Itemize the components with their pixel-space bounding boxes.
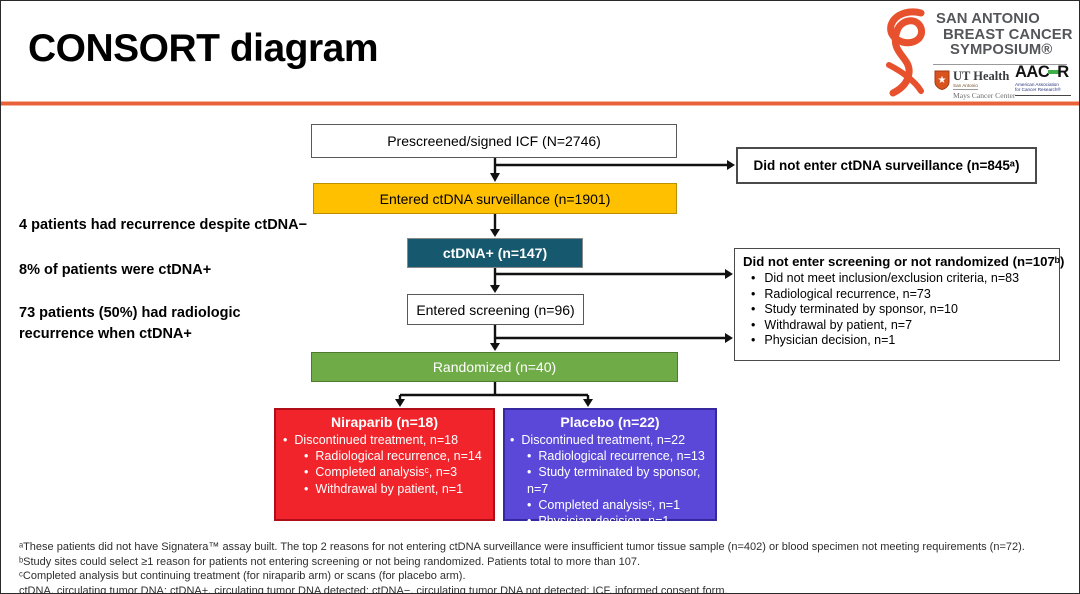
box-placebo-arm: Placebo (n=22) Discontinued treatment, n… [503, 408, 717, 528]
aacr-green-bar-icon [1048, 70, 1060, 74]
footnote-a: ᵃThese patients did not have Signatera™ … [19, 541, 1025, 553]
ut-health-name: UT Health [953, 69, 1010, 83]
box-ctdna-positive-label: ctDNA+ (n=147) [442, 245, 548, 261]
annotation-percent-positive: 8% of patients were ctDNA+ [19, 262, 212, 278]
list-item: Radiological recurrence, n=14 [276, 448, 493, 464]
box-prescreened-label: Prescreened/signed ICF (N=2746) [387, 133, 601, 149]
header-accent-divider [1, 102, 1079, 105]
box-did-not-enter-screening-list: Did not meet inclusion/exclusion criteri… [743, 271, 1051, 349]
box-prescreened: Prescreened/signed ICF (N=2746) [311, 124, 677, 158]
list-item: Study terminated by sponsor, n=7 [505, 464, 715, 496]
list-item: Completed analysisᶜ, n=1 [505, 497, 715, 513]
aacr-acronym: AAC R [1015, 63, 1071, 82]
box-randomized-label: Randomized (n=40) [432, 359, 557, 375]
list-item: Discontinued treatment, n=18 [276, 432, 493, 448]
list-item: Completed analysisᶜ, n=3 [276, 464, 493, 480]
aacr-subtitle: American Association for Cancer Research… [1015, 82, 1071, 96]
aacr-subtitle-line1: American Association [1015, 82, 1059, 87]
box-placebo-title: Placebo (n=22) [560, 414, 660, 430]
page-title: CONSORT diagram [28, 27, 379, 70]
footnote-c: ᶜCompleted analysis but continuing treat… [19, 570, 466, 583]
box-ctdna-positive: ctDNA+ (n=147) [407, 238, 583, 268]
list-item: Discontinued treatment, n=22 [505, 432, 715, 448]
footnote-b: ᵇStudy sites could select ≥1 reason for … [19, 555, 641, 568]
footnote-abbreviations: ctDNA, circulating tumor DNA; ctDNA+, ci… [19, 584, 728, 594]
sabcs-line-3: SYMPOSIUM® [950, 42, 1053, 59]
footnotes: ᵃThese patients did not have Signatera™ … [19, 540, 1025, 594]
sabcs-line-2: BREAST CANCER [943, 26, 1073, 43]
sabcs-logo-block: SAN ANTONIO BREAST CANCER SYMPOSIUM® ★ U… [877, 5, 1073, 101]
svg-text:★: ★ [938, 75, 947, 86]
box-niraparib-arm: Niraparib (n=18) Discontinued treatment,… [274, 408, 495, 521]
list-item: Study terminated by sponsor, n=10 [743, 302, 1051, 318]
list-item: Physician decision, n=1 [743, 333, 1051, 349]
box-entered-surveillance: Entered ctDNA surveillance (n=1901) [313, 183, 677, 214]
sabcs-line-1: SAN ANTONIO [936, 11, 1040, 27]
ut-health-center: Mays Cancer Center [953, 91, 1016, 100]
ut-shield-icon: ★ [934, 70, 950, 90]
box-did-not-enter-screening-title: Did not enter screening or not randomize… [743, 254, 1065, 269]
box-niraparib-list: Discontinued treatment, n=18 Radiologica… [276, 432, 493, 497]
box-entered-screening: Entered screening (n=96) [407, 294, 584, 325]
list-item: Physician decision, n=1 [505, 513, 715, 529]
box-did-not-enter-screening: Did not enter screening or not randomize… [734, 248, 1065, 361]
aacr-subtitle-line2: for Cancer Research® [1015, 87, 1061, 93]
annotation-recurrence-despite-negative: 4 patients had recurrence despite ctDNA− [19, 217, 308, 233]
sabcs-ribbon-icon [886, 8, 926, 97]
list-item: Withdrawal by patient, n=1 [276, 481, 493, 497]
list-item: Radiological recurrence, n=13 [505, 448, 715, 464]
box-did-not-enter-surveillance-label: Did not enter ctDNA surveillance (n=845ᵃ… [753, 158, 1020, 173]
aacr-logo: AAC R American Association for Cancer Res… [1015, 63, 1071, 96]
logo-divider-rule [933, 64, 1067, 65]
sabcs-wordmark: SAN ANTONIO BREAST CANCER SYMPOSIUM® [936, 11, 1073, 59]
ut-health-location: San Antonio [953, 83, 978, 90]
box-entered-surveillance-label: Entered ctDNA surveillance (n=1901) [379, 190, 611, 207]
box-entered-screening-label: Entered screening (n=96) [416, 301, 575, 318]
aacr-acronym-right: R [1057, 63, 1069, 81]
box-niraparib-title: Niraparib (n=18) [331, 414, 438, 430]
box-placebo-list: Discontinued treatment, n=22 Radiologica… [505, 432, 715, 529]
annotation-radiologic-recurrence: 73 patients (50%) had radiologic recurre… [19, 305, 241, 342]
box-did-not-enter-surveillance: Did not enter ctDNA surveillance (n=845ᵃ… [736, 147, 1037, 184]
list-item: Did not meet inclusion/exclusion criteri… [743, 271, 1051, 287]
box-randomized: Randomized (n=40) [311, 352, 678, 382]
list-item: Radiological recurrence, n=73 [743, 287, 1051, 303]
list-item: Withdrawal by patient, n=7 [743, 318, 1051, 334]
aacr-acronym-left: AAC [1015, 63, 1050, 81]
